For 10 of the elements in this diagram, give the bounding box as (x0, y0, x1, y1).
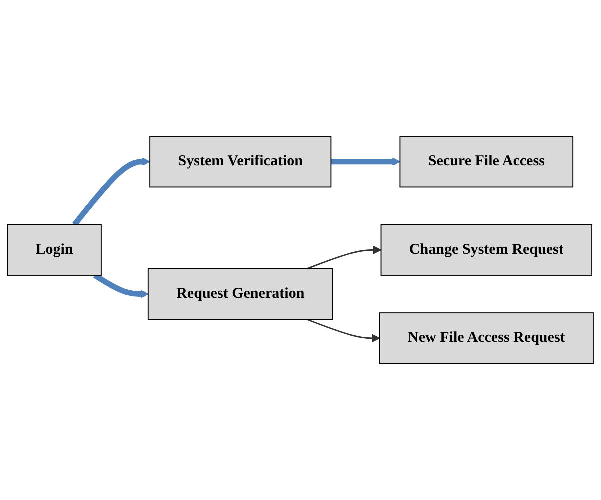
node-box: System Verification (150, 136, 332, 188)
arrow (306, 318, 380, 342)
arrow (72, 158, 150, 226)
node-box: New File Access Request (379, 312, 594, 364)
arrow (306, 246, 382, 270)
node-box: Request Generation (148, 268, 334, 320)
node-box: Secure File Access (400, 136, 574, 188)
arrow (331, 158, 401, 166)
node-box: Login (7, 224, 102, 276)
node-box: Change System Request (380, 224, 592, 276)
